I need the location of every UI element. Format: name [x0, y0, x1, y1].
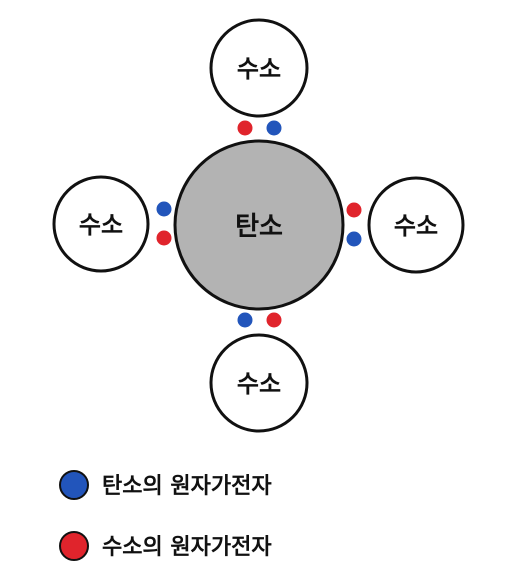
hydrogen-atom-top-circle	[209, 18, 309, 118]
hydrogen-atom-bottom-label: 수소	[237, 370, 281, 398]
carbon-atom-circle	[173, 139, 345, 311]
legend-hydrogen-swatch	[59, 531, 89, 561]
hydrogen-atom-right-circle	[367, 176, 465, 274]
hydrogen-electron	[237, 120, 253, 136]
carbon-atom: 탄소	[173, 139, 345, 311]
hydrogen-atom-top: 수소	[209, 18, 309, 118]
carbon-electron	[346, 231, 362, 247]
hydrogen-atom-bottom: 수소	[209, 333, 309, 433]
legend-carbon-swatch	[59, 470, 89, 500]
hydrogen-atom-right: 수소	[367, 176, 465, 274]
hydrogen-electron	[346, 202, 362, 218]
electron-pair-bottom	[237, 312, 282, 328]
electron-pair-top	[237, 120, 282, 136]
carbon-electron	[237, 312, 253, 328]
legend-item-hydrogen: 수소의 원자가전자	[59, 531, 272, 561]
hydrogen-atom-bottom-circle	[209, 333, 309, 433]
hydrogen-atom-top-label: 수소	[237, 55, 281, 83]
carbon-electron	[156, 201, 172, 217]
electron-pair-right	[346, 202, 362, 247]
hydrogen-atom-left-label: 수소	[79, 211, 123, 239]
hydrogen-electron	[266, 312, 282, 328]
carbon-electron	[266, 120, 282, 136]
legend: 탄소의 원자가전자 수소의 원자가전자	[59, 470, 272, 561]
legend-carbon-label: 탄소의 원자가전자	[102, 474, 272, 499]
carbon-atom-label: 탄소	[235, 212, 283, 242]
hydrogen-atom-left-circle	[52, 175, 150, 273]
hydrogen-atom-right-label: 수소	[394, 212, 438, 240]
hydrogen-atom-left: 수소	[52, 175, 150, 273]
legend-hydrogen-label: 수소의 원자가전자	[102, 535, 272, 560]
legend-item-carbon: 탄소의 원자가전자	[59, 470, 272, 500]
hydrogen-electron	[156, 230, 172, 246]
electron-pair-left	[156, 201, 172, 246]
